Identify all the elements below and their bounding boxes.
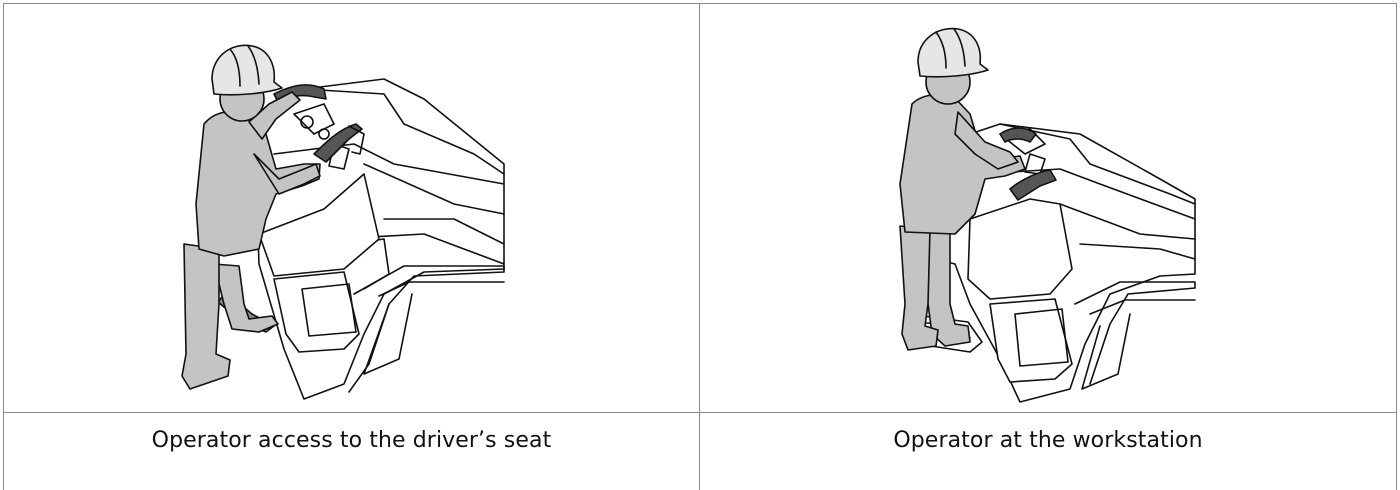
operator-standing-illustration — [700, 4, 1396, 412]
caption-left: Operator access to the driver’s seat — [151, 428, 552, 453]
border-right — [1396, 3, 1397, 490]
border-middle — [699, 3, 700, 490]
operator-climbing-illustration — [4, 4, 699, 412]
border-left — [3, 3, 4, 490]
caption-right: Operator at the workstation — [893, 428, 1203, 453]
border-row-divider — [3, 412, 1397, 413]
